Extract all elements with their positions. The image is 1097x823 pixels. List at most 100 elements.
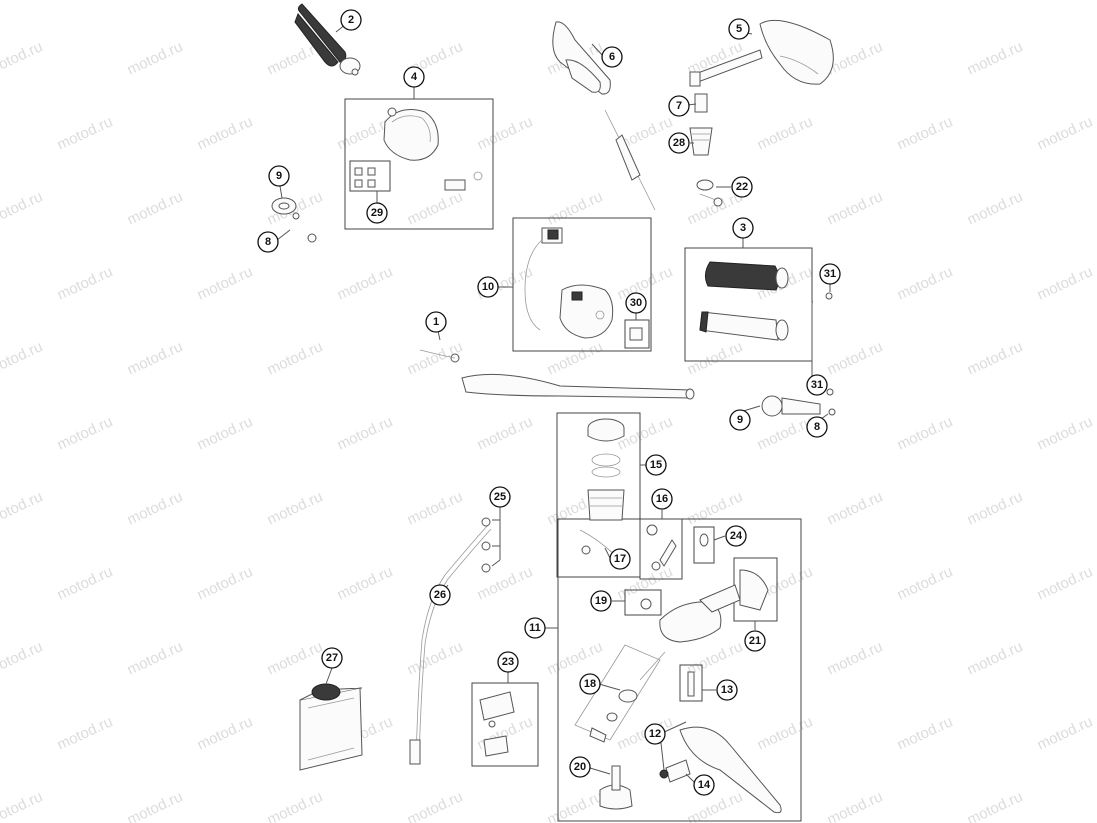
watermark-text: motod.ru [125, 788, 186, 823]
callout-4[interactable]: 4 [403, 66, 425, 88]
watermark-text: motod.ru [335, 413, 396, 453]
watermark-text: motod.ru [405, 488, 466, 528]
callout-27[interactable]: 27 [321, 647, 343, 669]
box-reservoir-cap-15 [556, 412, 641, 578]
callout-label: 12 [649, 728, 661, 740]
box-rod-13 [679, 664, 703, 702]
callout-label: 9 [737, 414, 743, 426]
box-clip-30 [624, 319, 650, 349]
callout-10[interactable]: 10 [477, 276, 499, 298]
callout-2[interactable]: 2 [340, 9, 362, 31]
brake-lever [659, 726, 782, 814]
callout-8-left[interactable]: 8 [257, 231, 279, 253]
handlebar [419, 349, 695, 400]
callout-18[interactable]: 18 [579, 673, 601, 695]
watermark-text: motod.ru [965, 638, 1026, 678]
watermark-text: motod.ru [0, 188, 45, 228]
callout-28[interactable]: 28 [668, 132, 690, 154]
callout-label: 23 [502, 656, 514, 668]
callout-17[interactable]: 17 [609, 548, 631, 570]
callout-19[interactable]: 19 [590, 590, 612, 612]
callout-9-right[interactable]: 9 [729, 409, 751, 431]
watermark-text: motod.ru [545, 788, 606, 823]
callout-21[interactable]: 21 [744, 630, 766, 652]
callout-label: 1 [433, 316, 439, 328]
callout-5[interactable]: 5 [728, 18, 750, 40]
callout-label: 5 [736, 23, 742, 35]
watermark-text: motod.ru [475, 113, 536, 153]
watermark-text: motod.ru [405, 188, 466, 228]
mirror [689, 19, 834, 87]
callout-label: 27 [326, 652, 338, 664]
callout-label: 17 [614, 553, 626, 565]
watermark-text: motod.ru [125, 638, 186, 678]
box-switch-10 [512, 217, 652, 352]
callout-16[interactable]: 16 [651, 488, 673, 510]
watermark-text: motod.ru [125, 188, 186, 228]
master-cylinder-parts [640, 533, 769, 643]
callout-26[interactable]: 26 [429, 584, 451, 606]
watermark-text: motod.ru [195, 0, 256, 4]
watermark-text: motod.ru [0, 488, 45, 528]
callout-29[interactable]: 29 [366, 202, 388, 224]
callout-15[interactable]: 15 [645, 454, 667, 476]
callout-22[interactable]: 22 [731, 176, 753, 198]
callout-label: 8 [814, 421, 820, 433]
callout-label: 21 [749, 635, 761, 647]
watermark-text: motod.ru [825, 188, 886, 228]
callout-12[interactable]: 12 [644, 723, 666, 745]
watermark-text: motod.ru [755, 413, 816, 453]
callout-6[interactable]: 6 [601, 46, 623, 68]
callout-label: 6 [609, 51, 615, 63]
callout-14[interactable]: 14 [693, 774, 715, 796]
callout-8-right[interactable]: 8 [806, 416, 828, 438]
callout-30[interactable]: 30 [625, 292, 647, 314]
callout-label: 31 [811, 379, 823, 391]
callout-label: 9 [276, 170, 282, 182]
callout-3[interactable]: 3 [732, 217, 754, 239]
callout-layer: 1 2 3 4 5 6 7 8 8 9 9 10 11 12 13 14 15 … [257, 9, 841, 796]
callout-label: 10 [482, 281, 494, 293]
callout-1[interactable]: 1 [425, 311, 447, 333]
callout-9-left[interactable]: 9 [268, 165, 290, 187]
watermark-text: motod.ru [755, 0, 816, 4]
throttle-housing [354, 107, 483, 191]
watermark-text: motod.ru [965, 38, 1026, 78]
callout-label: 3 [740, 222, 746, 234]
callout-13[interactable]: 13 [716, 679, 738, 701]
callout-label: 31 [824, 268, 836, 280]
watermark-text: motod.ru [0, 38, 45, 78]
rod-13 [687, 671, 695, 697]
watermark-text: motod.ru [265, 788, 326, 823]
callout-11[interactable]: 11 [524, 617, 546, 639]
callout-24[interactable]: 24 [725, 525, 747, 547]
callout-7[interactable]: 7 [668, 95, 690, 117]
right-bar-end [761, 388, 836, 417]
watermark-text: motod.ru [475, 0, 536, 4]
callout-31-bottom[interactable]: 31 [806, 374, 828, 396]
watermark-text: motod.ru [1035, 413, 1096, 453]
callout-label: 26 [434, 589, 446, 601]
box-screws-29 [349, 160, 391, 192]
watermark-text: motod.ru [685, 338, 746, 378]
watermark-text: motod.ru [965, 488, 1026, 528]
callout-23[interactable]: 23 [497, 651, 519, 673]
watermark-text: motod.ru [895, 263, 956, 303]
callout-label: 18 [584, 678, 596, 690]
watermark-text: motod.ru [895, 113, 956, 153]
watermark-text: motod.ru [615, 0, 676, 4]
callout-31-top[interactable]: 31 [819, 263, 841, 285]
watermark-text: motod.ru [265, 488, 326, 528]
watermark-text: motod.ru [55, 713, 116, 753]
callout-25[interactable]: 25 [489, 486, 511, 508]
watermark-text: motod.ru [335, 563, 396, 603]
watermark-text: motod.ru [685, 488, 746, 528]
callout-20[interactable]: 20 [569, 756, 591, 778]
watermark-text: motod.ru [825, 788, 886, 823]
watermark-text: motod.ru [1035, 563, 1096, 603]
callout-label: 22 [736, 181, 748, 193]
watermark-text: motod.ru [615, 563, 676, 603]
